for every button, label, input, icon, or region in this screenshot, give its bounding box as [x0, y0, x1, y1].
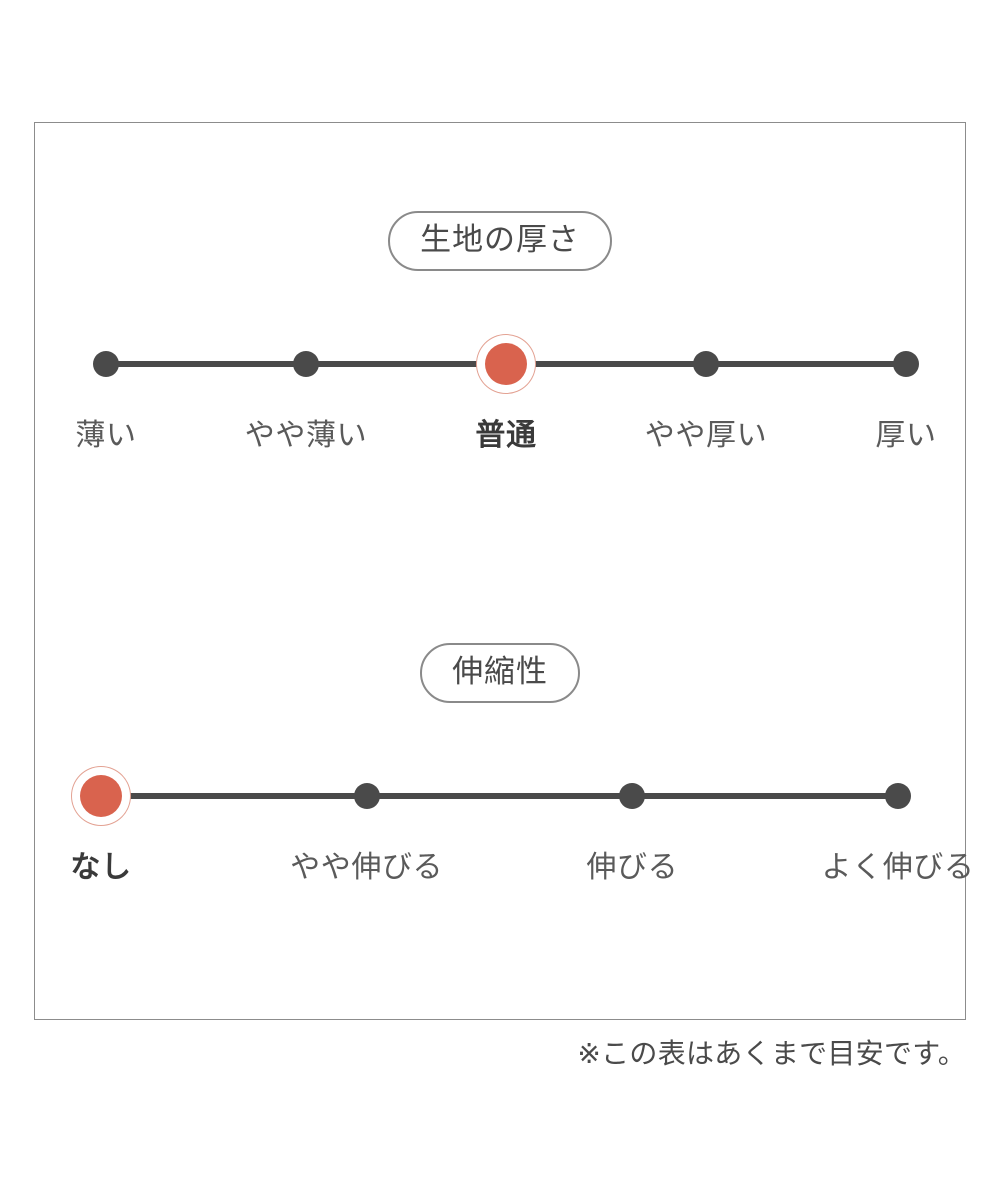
- scale-node-thickness-2[interactable]: [485, 342, 527, 385]
- stretch-heading-pill: 伸縮性: [420, 643, 580, 703]
- scale-label-stretch-1: やや伸びる: [290, 850, 444, 884]
- thickness-label-row: 薄い やや薄い 普通 やや厚い 厚い: [35, 418, 965, 471]
- scale-node-thickness-3[interactable]: [693, 350, 719, 377]
- stretch-track-line: [101, 792, 898, 799]
- scale-label-thickness-0: 薄い: [75, 418, 137, 452]
- scale-section-stretch: 伸縮性 なし やや伸びる 伸びる よく伸びる: [35, 563, 974, 903]
- scale-label-thickness-3: やや厚い: [644, 418, 768, 452]
- scale-label-thickness-4: 厚い: [875, 418, 937, 452]
- scale-label-stretch-2: 伸びる: [586, 850, 679, 884]
- scale-node-stretch-2[interactable]: [619, 782, 646, 809]
- thickness-heading-pill: 生地の厚さ: [388, 211, 612, 271]
- thickness-heading-wrap: 生地の厚さ: [35, 123, 965, 271]
- fabric-spec-card: 生地の厚さ 薄い やや薄い 普通 やや厚い 厚い 伸縮性 なし やや伸びる 伸びる よく伸びる: [34, 122, 974, 1020]
- stretch-label-row: なし やや伸びる 伸びる よく伸びる: [35, 850, 974, 903]
- scale-node-stretch-1[interactable]: [353, 782, 380, 809]
- scale-section-thickness: 生地の厚さ 薄い やや薄い 普通 やや厚い 厚い: [35, 123, 965, 471]
- scale-label-stretch-3: よく伸びる: [821, 850, 975, 884]
- scale-node-thickness-4[interactable]: [893, 350, 919, 377]
- stretch-slider-track[interactable]: [35, 761, 965, 831]
- spec-footnote: ※この表はあくまで目安です。: [577, 1038, 966, 1069]
- scale-label-thickness-1: やや薄い: [244, 418, 368, 452]
- scale-node-stretch-3[interactable]: [885, 782, 911, 809]
- scale-label-stretch-0: なし: [70, 850, 132, 884]
- scale-label-thickness-2: 普通: [475, 418, 537, 452]
- scale-node-stretch-0[interactable]: [80, 774, 122, 817]
- stretch-heading-wrap: 伸縮性: [35, 563, 965, 703]
- scale-node-thickness-0[interactable]: [93, 350, 119, 377]
- thickness-slider-track[interactable]: [35, 329, 965, 399]
- scale-node-thickness-1[interactable]: [293, 350, 319, 377]
